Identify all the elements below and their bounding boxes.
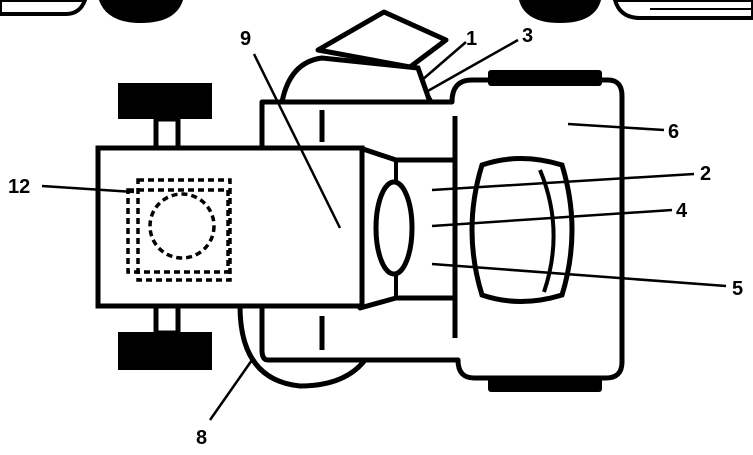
- leader-6: [567, 122, 665, 132]
- leader-5: [431, 262, 727, 288]
- callout-1: 1: [466, 28, 477, 50]
- callout-2: 2: [700, 163, 711, 185]
- front-wheel-bottom: [488, 376, 602, 392]
- rear-axle-group: [118, 83, 212, 370]
- top-left-fragment: [0, 0, 88, 16]
- rear-body: [95, 145, 365, 309]
- callout-9: 9: [240, 28, 251, 50]
- leader-1: [421, 41, 467, 81]
- front-housing: [469, 156, 575, 304]
- callout-4: 4: [676, 200, 688, 222]
- leader-2: [431, 172, 695, 192]
- rear-wheel-top: [118, 83, 212, 119]
- callout-labels: 1 3 9 6 2 4 5 12 8: [8, 25, 743, 449]
- leader-3: [425, 38, 519, 94]
- leader-4: [431, 208, 673, 228]
- callout-3: 3: [522, 25, 533, 47]
- leader-9: [252, 53, 342, 229]
- leader-8: [208, 359, 254, 421]
- top-edge-fragments: [0, 0, 753, 24]
- callout-5: 5: [732, 278, 743, 300]
- top-right-wheel-fragment: [518, 0, 602, 24]
- callout-8: 8: [196, 427, 207, 449]
- front-wheel-top: [488, 70, 602, 86]
- upper-fender: [278, 55, 434, 105]
- top-left-wheel-fragment: [98, 0, 184, 24]
- engine-outline-dashed: [126, 178, 232, 282]
- axle-post-top: [153, 116, 181, 152]
- callout-12: 12: [8, 176, 30, 198]
- axle-post-bottom: [153, 302, 181, 336]
- leader-12: [41, 184, 135, 194]
- leader-lines: [41, 38, 727, 421]
- rear-wheel-bottom: [118, 332, 212, 370]
- pulley-disc: [373, 179, 415, 277]
- callout-6: 6: [668, 121, 679, 143]
